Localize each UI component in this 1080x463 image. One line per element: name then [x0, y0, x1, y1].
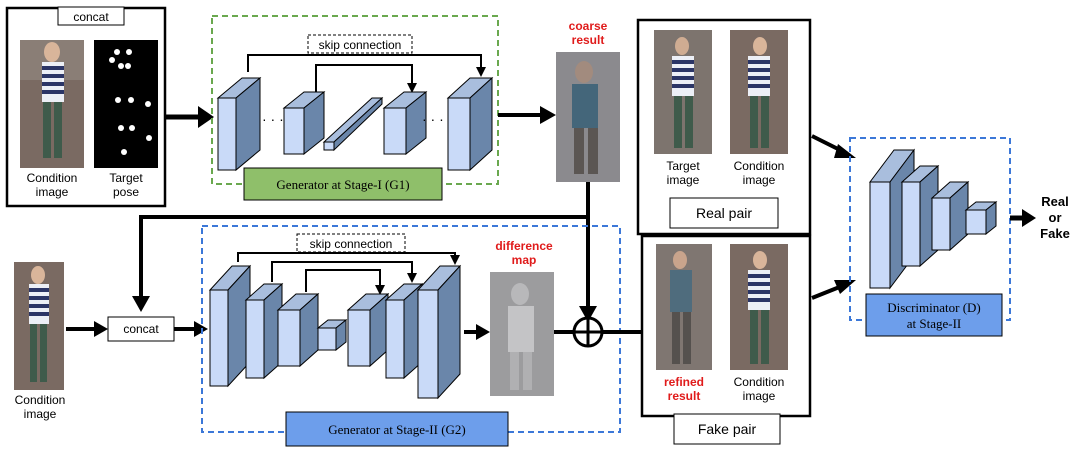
real-pair-title: Real pair	[696, 205, 752, 221]
g2-block-2	[244, 282, 284, 380]
real-target-label-1: Target	[666, 159, 700, 173]
stage2-condition-image	[14, 262, 64, 390]
stage2-condition-label-2: image	[24, 407, 57, 421]
fake-condition-label-2: image	[743, 389, 776, 403]
stage2-condition-label-1: Condition	[15, 393, 66, 407]
stage2-skip-label: skip connection	[310, 237, 393, 251]
g1-block-3	[382, 90, 428, 156]
d-block-3	[930, 180, 970, 252]
g1-block-4	[446, 76, 494, 172]
arrow-to-g1	[198, 106, 214, 128]
output-line-1: Real	[1041, 194, 1068, 209]
real-condition-label-2: image	[743, 173, 776, 187]
arrow-to-difference	[476, 324, 490, 340]
arrow-to-output	[1022, 209, 1036, 227]
g2-block-4	[316, 318, 348, 352]
output-line-3: Fake	[1040, 226, 1070, 241]
g1-ellipsis-2: · · ·	[422, 111, 444, 127]
stage1-target-pose-image	[94, 40, 158, 168]
coarse-label-2: result	[572, 33, 605, 47]
refined-label-2: result	[668, 389, 701, 403]
discriminator-panel: Discriminator (D) at Stage-II	[849, 137, 1011, 337]
fake-pair-panel: refined result Condition image Fake pair	[640, 234, 812, 445]
refined-label-1: refined	[664, 375, 704, 389]
arrow-to-coarse	[540, 106, 556, 124]
real-target-label-2: image	[667, 173, 700, 187]
stage2-concat-label: concat	[123, 322, 159, 336]
difference-label-1: difference	[495, 239, 553, 253]
stage1-skip-label: skip connection	[319, 38, 402, 52]
stage1-condition-label-2: image	[36, 185, 69, 199]
fake-refined-image	[656, 244, 712, 370]
g2-block-6	[384, 282, 424, 380]
g2-block-1	[208, 264, 252, 388]
generator-stage2-panel: skip connection	[201, 225, 621, 447]
real-condition-image	[730, 30, 788, 154]
real-pair-panel: Target image Condition image Real pair	[636, 18, 812, 236]
arrow-fake-to-d	[834, 280, 856, 294]
stage1-condition-label-1: Condition	[27, 171, 78, 185]
g2-block-3	[276, 292, 320, 368]
generator-stage1-panel: skip connection · · · · · ·	[211, 15, 499, 201]
g2-block-5	[346, 292, 390, 368]
g1-ellipsis-1: · · ·	[262, 111, 284, 127]
arrow-to-plus	[579, 306, 597, 322]
d-block-2	[900, 164, 940, 268]
g1-block-1	[216, 76, 262, 172]
real-target-image	[654, 30, 712, 154]
stage1-pose-label-1: Target	[109, 171, 143, 185]
fake-condition-label-1: Condition	[734, 375, 785, 389]
g1-block-2	[282, 90, 326, 156]
g1-label: Generator at Stage-I (G1)	[276, 177, 409, 192]
coarse-label-1: coarse	[569, 19, 608, 33]
fake-pair-title: Fake pair	[698, 421, 757, 437]
sum-operator-icon	[572, 316, 604, 348]
discriminator-label-1: Discriminator (D)	[887, 300, 981, 315]
g2-label: Generator at Stage-II (G2)	[328, 422, 466, 437]
stage1-input-panel: concat Condition image	[5, 6, 167, 208]
coarse-result-image	[556, 52, 620, 182]
stage1-condition-image	[20, 40, 84, 168]
stage1-pose-label-2: pose	[113, 185, 139, 199]
difference-map-image	[490, 272, 554, 396]
arrow-real-to-d	[834, 144, 856, 158]
g2-block-7	[416, 264, 462, 400]
difference-label-2: map	[512, 253, 537, 267]
output-line-2: or	[1049, 210, 1062, 225]
g1-bottleneck	[322, 96, 384, 152]
discriminator-label-2: at Stage-II	[907, 316, 962, 331]
fake-condition-image	[730, 244, 788, 370]
arrow-to-concat2	[132, 296, 150, 312]
d-block-4	[964, 200, 998, 236]
stage1-concat-label: concat	[73, 10, 109, 24]
real-condition-label-1: Condition	[734, 159, 785, 173]
